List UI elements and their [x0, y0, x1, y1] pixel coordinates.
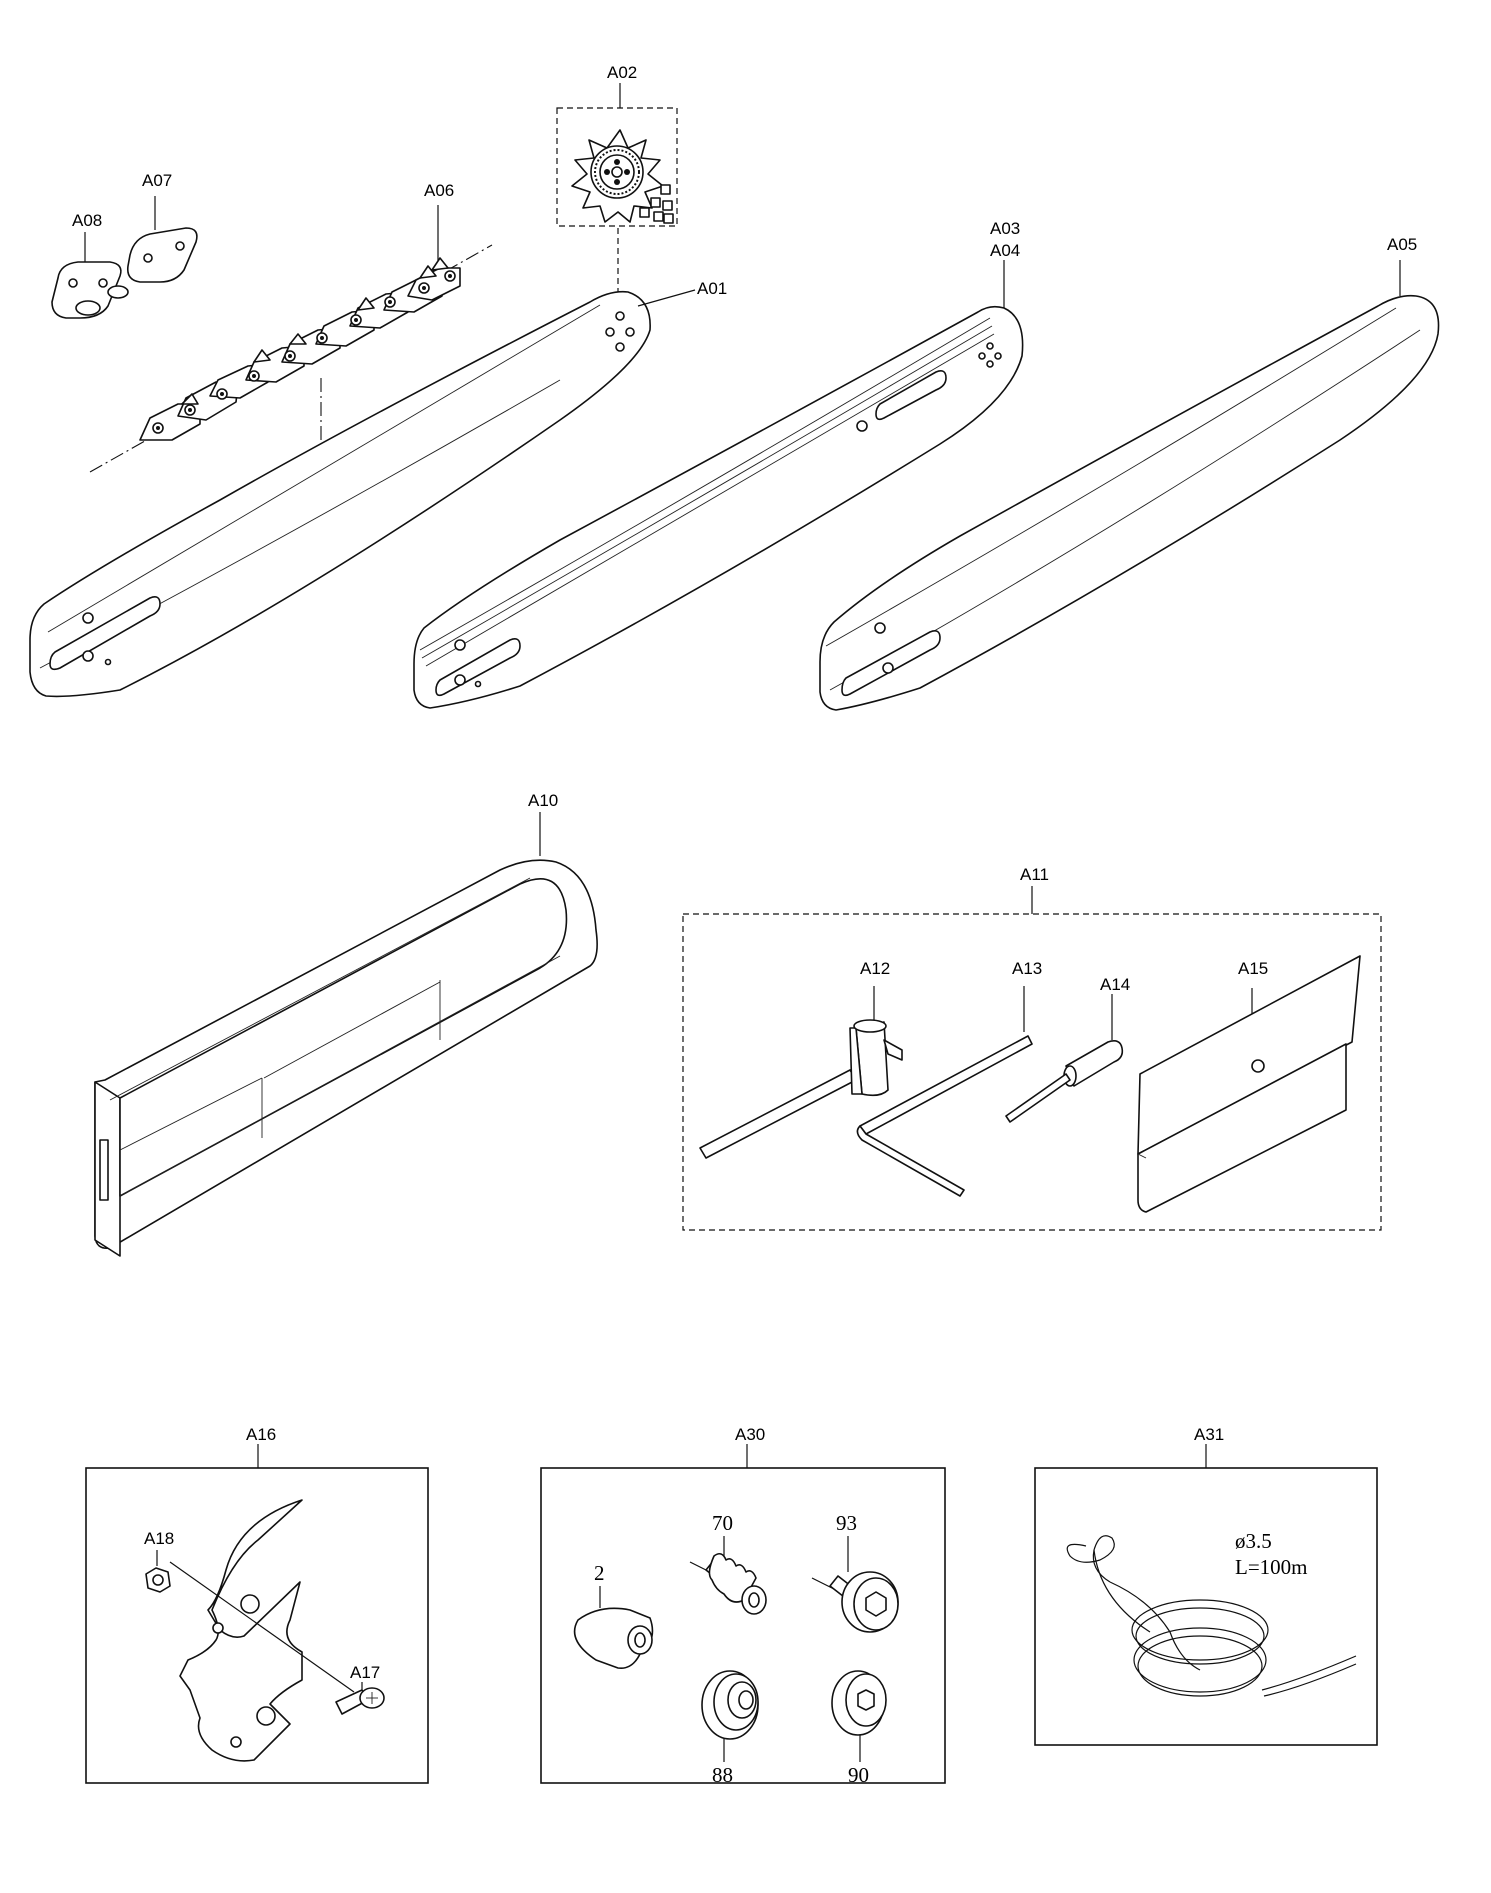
label-a08: A08 [72, 211, 102, 230]
label-a16: A16 [246, 1425, 276, 1444]
file-guide-a15 [1137, 955, 1361, 1213]
label-part-70: 70 [712, 1511, 733, 1535]
sprocket-plate-a16 [85, 1444, 429, 1784]
guide-bar-a05 [819, 260, 1440, 711]
bar-cover-a10 [94, 812, 598, 1257]
label-a13: A13 [1012, 959, 1042, 978]
label-a10: A10 [528, 791, 558, 810]
label-part-88: 88 [712, 1763, 733, 1787]
cap-part-2 [573, 1586, 654, 1670]
label-a05: A05 [1387, 235, 1417, 254]
sprocket-a02 [556, 83, 678, 292]
plug-90 [831, 1670, 887, 1762]
label-a17: A17 [350, 1663, 380, 1682]
label-a02: A02 [607, 63, 637, 82]
plug-88 [701, 1670, 759, 1762]
label-a30: A30 [735, 1425, 765, 1444]
label-part-93: 93 [836, 1511, 857, 1535]
spring-bolt-70 [689, 1536, 767, 1615]
saw-chain-a06 [89, 205, 493, 473]
plug-screw-93 [811, 1536, 899, 1633]
label-a15: A15 [1238, 959, 1268, 978]
rope-length: L=100m [1235, 1555, 1308, 1579]
box-wrench-a12 [699, 986, 903, 1159]
tool-kit-a11 [682, 886, 1382, 1231]
rope-coil [1066, 1535, 1357, 1697]
label-a31: A31 [1194, 1425, 1224, 1444]
label-a01: A01 [697, 279, 727, 298]
label-part-90: 90 [848, 1763, 869, 1787]
rope-diameter: ø3.5 [1235, 1529, 1272, 1553]
label-a12: A12 [860, 959, 890, 978]
label-a07: A07 [142, 171, 172, 190]
screw-a17 [335, 1682, 385, 1715]
screwdriver-a14 [1005, 994, 1124, 1123]
guide-bar-a03-a04 [413, 260, 1024, 709]
nut-a18 [145, 1550, 171, 1593]
label-part-2: 2 [594, 1561, 605, 1585]
rope-kit-a31 [1034, 1444, 1378, 1746]
label-a18: A18 [144, 1529, 174, 1548]
hardware-kit-a30 [540, 1444, 946, 1784]
label-a03: A03 [990, 219, 1020, 238]
label-a06: A06 [424, 181, 454, 200]
guide-bar-a01 [29, 289, 696, 698]
label-a04: A04 [990, 241, 1020, 260]
label-a14: A14 [1100, 975, 1130, 994]
hex-key-a13 [856, 986, 1033, 1197]
link-a07 [126, 196, 198, 283]
sprocket-rivets [639, 184, 674, 224]
label-a11: A11 [1020, 865, 1049, 884]
link-a08 [51, 232, 129, 319]
